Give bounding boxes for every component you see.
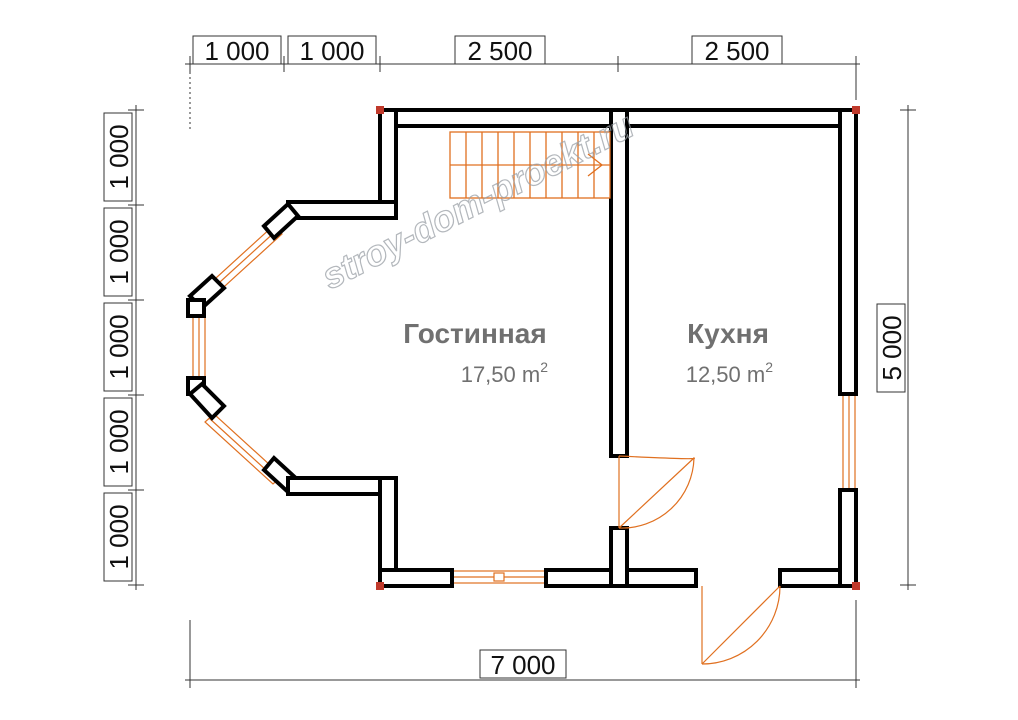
dim-left-2: 1 000 — [104, 219, 134, 284]
dim-left-4: 1 000 — [104, 409, 134, 474]
room-living: Гостинная 17,50 m2 — [403, 318, 548, 387]
walls — [186, 108, 858, 588]
dimension-labels: 1 000 1 000 2 500 2 500 1 000 1 000 1 00… — [103, 35, 907, 680]
dimension-lines — [128, 56, 916, 688]
dim-bottom: 7 000 — [490, 650, 555, 680]
dim-left-5: 1 000 — [104, 504, 134, 569]
dim-top-4: 2 500 — [704, 36, 769, 66]
room-kitchen-name: Кухня — [687, 318, 769, 349]
room-living-area: 17,50 m2 — [461, 359, 549, 387]
room-kitchen: Кухня 12,50 m2 — [686, 318, 774, 387]
stairs — [449, 131, 611, 199]
doors — [618, 455, 781, 665]
room-living-name: Гостинная — [403, 318, 546, 349]
room-kitchen-area: 12,50 m2 — [686, 359, 774, 387]
corner-posts — [376, 106, 860, 590]
dim-top-1: 1 000 — [204, 36, 269, 66]
dim-left-3: 1 000 — [104, 314, 134, 379]
dim-top-2: 1 000 — [299, 36, 364, 66]
dim-right: 5 000 — [877, 315, 907, 380]
dim-left-1: 1 000 — [104, 124, 134, 189]
dim-top-3: 2 500 — [467, 36, 532, 66]
windows — [192, 225, 856, 584]
